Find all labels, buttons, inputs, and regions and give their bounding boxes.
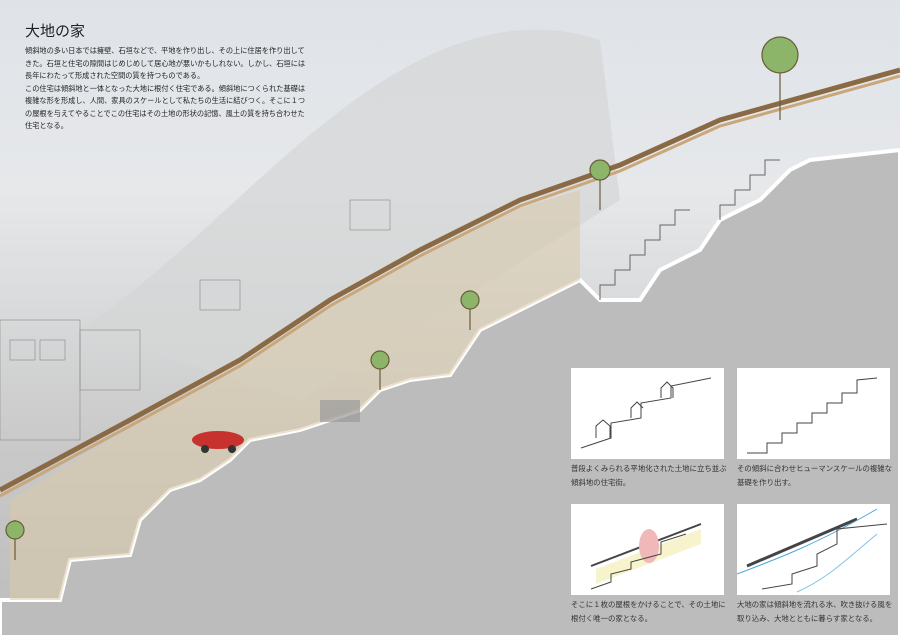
page-title: 大地の家 — [25, 22, 86, 40]
intro-text: 傾斜地の多い日本では擁壁、石垣などで、平地を作り出し、その上に住居を作り出してき… — [25, 45, 310, 133]
stone-steps — [599, 209, 690, 300]
stone-wall — [320, 400, 360, 422]
diagram-caption: そこに１枚の屋根をかけることで、その土地に根付く唯一の家となる。 — [571, 600, 726, 623]
diagram-caption: 大地の家は傾斜地を流れる水、吹き抜ける風を取り込み、大地とともに暮らす家となる。 — [737, 600, 893, 623]
red-car — [192, 431, 244, 453]
diagram-caption: その傾斜に合わせヒューマンスケールの複雑な基礎を作り出す。 — [737, 464, 893, 487]
trees — [5, 36, 799, 560]
intro-paragraph: 傾斜地の多い日本では擁壁、石垣などで、平地を作り出し、その上に住居を作り出してき… — [25, 46, 306, 80]
diagram-water-and-wind — [736, 504, 890, 595]
diagram-caption: 普段よくみられる平地化された土地に立ち並ぶ傾斜地の住宅街。 — [571, 464, 727, 487]
background-buildings — [0, 199, 391, 441]
continuous-roof — [0, 67, 900, 493]
interior-space — [10, 190, 580, 600]
diagram-single-roof — [571, 504, 724, 595]
diagram-human-scale-foundation — [737, 368, 890, 459]
diagram-flat-lots — [571, 368, 724, 459]
intro-paragraph: この住宅は傾斜地と一体となった大地に根付く住宅である。傾斜地につくられた基礎は複… — [25, 83, 306, 131]
